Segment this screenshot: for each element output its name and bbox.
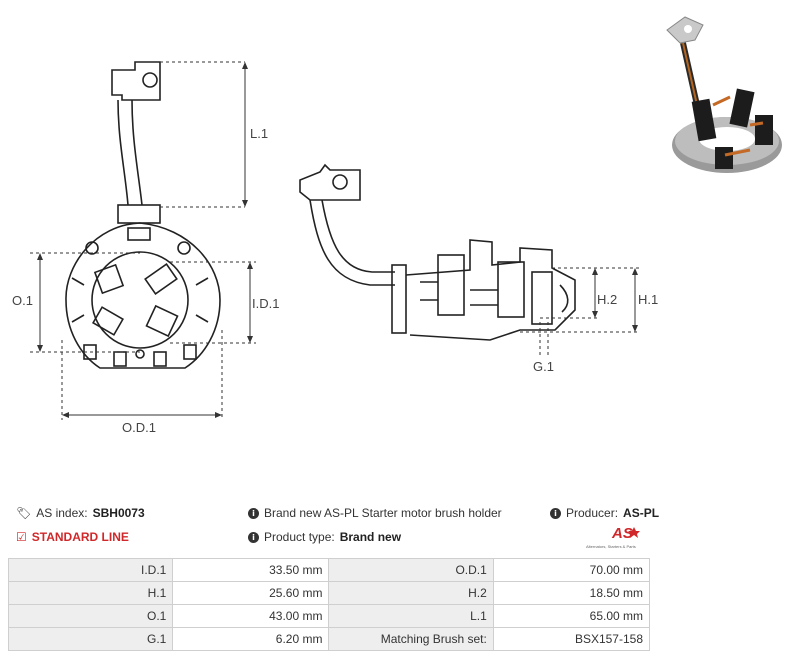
as-pl-logo: AS Alternators, Starters & Parts [586, 525, 640, 549]
dim-label-o1: O.1 [12, 293, 33, 308]
dim-label-id1: I.D.1 [252, 296, 279, 311]
as-index-label: AS index: [36, 506, 88, 520]
producer-value: AS-PL [623, 506, 660, 520]
spec-value: BSX157-158 [492, 627, 651, 651]
front-plate [65, 222, 221, 369]
info-icon: i [248, 531, 259, 543]
spec-value: 33.50 mm [172, 558, 330, 582]
description-text: Brand new AS-PL Starter motor brush hold… [264, 506, 502, 520]
spec-value: 70.00 mm [492, 558, 651, 582]
logo-tagline: Alternators, Starters & Parts [586, 544, 636, 549]
technical-drawing: L.1 O.1 I.D.1 O.D.1 H.2 H.1 G.1 [12, 61, 658, 435]
product-photo [666, 16, 782, 173]
as-index-value: SBH0073 [92, 506, 145, 520]
spec-value: 18.50 mm [492, 581, 651, 605]
logo-text: AS [611, 525, 633, 542]
info-icon: i [550, 507, 561, 519]
info-icon: i [248, 507, 259, 519]
spec-value: 6.20 mm [172, 627, 330, 651]
spec-value: 65.00 mm [492, 604, 651, 628]
standard-line-label: STANDARD LINE [31, 530, 129, 544]
spec-value: 25.60 mm [172, 581, 330, 605]
producer-label: Producer: [566, 506, 619, 520]
dim-label-g1: G.1 [533, 359, 554, 374]
description: i Brand new AS-PL Starter motor brush ho… [248, 506, 502, 520]
producer: i Producer: AS-PL [550, 506, 659, 520]
product-type-value: Brand new [339, 530, 402, 544]
front-terminal [111, 61, 161, 224]
product-info: 🏷 AS index: SBH0073 ☑ STANDARD LINE i Br… [0, 500, 800, 560]
spec-label: L.1 [328, 604, 494, 628]
spec-label: G.1 [7, 627, 174, 651]
dim-label-od1: O.D.1 [122, 420, 156, 435]
product-type: i Product type: Brand new [248, 530, 401, 544]
spec-label: H.1 [7, 581, 174, 605]
spec-value: 43.00 mm [172, 604, 330, 628]
spec-label: H.2 [328, 581, 494, 605]
spec-label: O.1 [7, 604, 174, 628]
dim-label-h1: H.1 [638, 292, 658, 307]
spec-label: Matching Brush set: [328, 627, 494, 651]
product-type-label: Product type: [264, 530, 335, 544]
tag-icon: 🏷 [16, 506, 32, 520]
side-terminal [299, 163, 395, 286]
checkbox-icon: ☑ [16, 530, 27, 544]
dim-label-h2: H.2 [597, 292, 617, 307]
as-index: 🏷 AS index: SBH0073 [16, 506, 145, 520]
standard-line: ☑ STANDARD LINE [16, 530, 129, 544]
side-holder [391, 239, 576, 341]
spec-label: I.D.1 [7, 558, 174, 582]
dim-label-l1: L.1 [250, 126, 268, 141]
spec-label: O.D.1 [328, 558, 494, 582]
